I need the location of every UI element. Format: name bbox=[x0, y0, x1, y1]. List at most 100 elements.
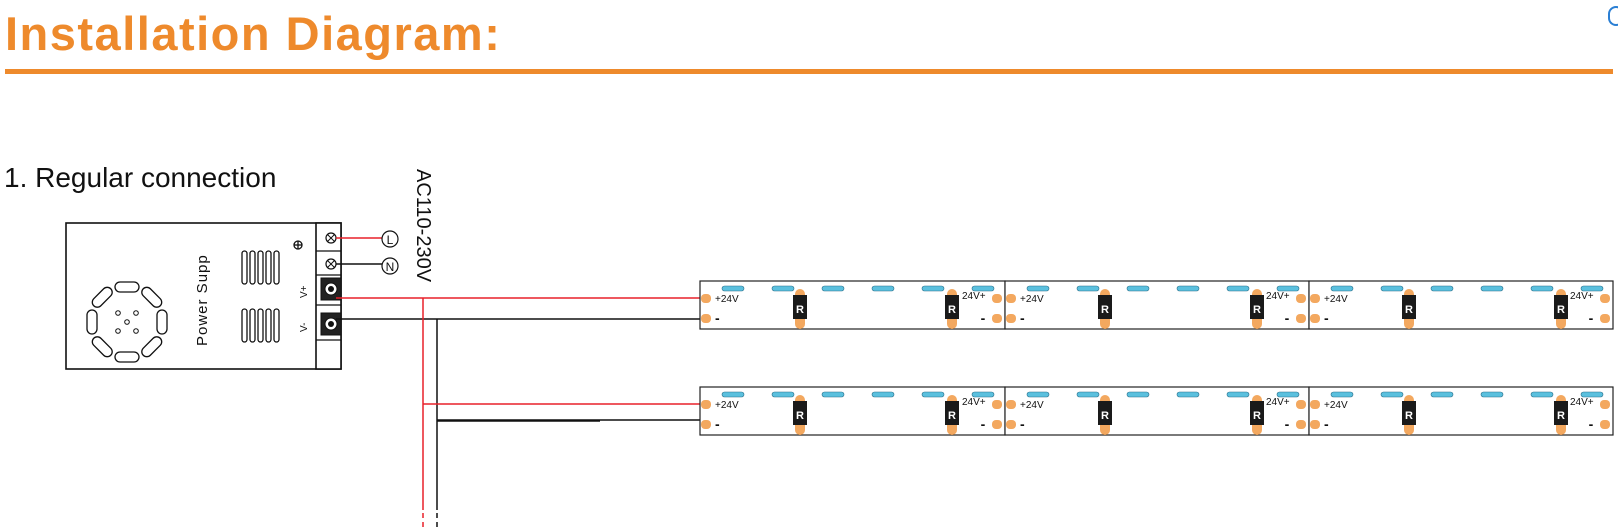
led-chip-icon bbox=[1480, 391, 1504, 398]
led-chip-icon bbox=[1226, 285, 1250, 292]
led-chip-icon bbox=[1580, 285, 1604, 292]
vent-slots-icon bbox=[241, 250, 280, 343]
pad-label-plus: +24V bbox=[715, 294, 739, 305]
resistor-icon bbox=[1098, 401, 1112, 425]
strip-outline bbox=[699, 280, 1006, 330]
led-chip-icon bbox=[721, 391, 745, 398]
led-chip-icon bbox=[771, 285, 795, 292]
resistor-label: R bbox=[796, 410, 804, 422]
terminal-screw-icon bbox=[325, 232, 337, 244]
pad-label-plus: +24V bbox=[1020, 400, 1044, 411]
led-chip-icon bbox=[1530, 285, 1554, 292]
pad-label-plus-end: 24V+ bbox=[1570, 291, 1594, 302]
solder-pad-icon bbox=[992, 314, 1002, 323]
pad-label-plus: +24V bbox=[715, 400, 739, 411]
solder-pad-icon bbox=[1310, 420, 1320, 429]
pad-label-plus-end: 24V+ bbox=[962, 291, 986, 302]
led-chip-icon bbox=[1430, 285, 1454, 292]
resistor-label: R bbox=[1405, 410, 1413, 422]
solder-pad-icon bbox=[992, 400, 1002, 409]
terminal-n-marker: N bbox=[381, 257, 399, 275]
solder-pad-icon bbox=[1310, 400, 1320, 409]
pad-label-minus-end: - bbox=[1589, 416, 1594, 432]
terminal-label-vminus: V- bbox=[299, 323, 310, 332]
resistor-icon bbox=[1402, 401, 1416, 425]
led-chip-icon bbox=[1076, 391, 1100, 398]
led-chip-icon bbox=[1026, 285, 1050, 292]
pad-label-minus-end: - bbox=[1589, 310, 1594, 326]
led-chip-icon bbox=[1076, 285, 1100, 292]
pad-label-minus-end: - bbox=[981, 310, 986, 326]
solder-pad-icon bbox=[701, 314, 711, 323]
terminal-label-n: N bbox=[386, 260, 395, 274]
section-title: 1. Regular connection bbox=[4, 162, 277, 193]
led-chip-icon bbox=[1530, 391, 1554, 398]
led-chip-icon bbox=[771, 391, 795, 398]
resistor-label: R bbox=[948, 410, 956, 422]
resistor-icon bbox=[1250, 295, 1264, 319]
resistor-icon bbox=[793, 401, 807, 425]
solder-pad-icon bbox=[992, 294, 1002, 303]
pad-label-plus-end: 24V+ bbox=[1266, 291, 1290, 302]
pad-label-plus: +24V bbox=[1324, 294, 1348, 305]
pad-label-minus: - bbox=[715, 416, 720, 432]
solder-pad-icon bbox=[701, 420, 711, 429]
solder-pad-icon bbox=[1006, 314, 1016, 323]
led-chip-icon bbox=[1176, 391, 1200, 398]
resistor-label: R bbox=[1101, 304, 1109, 316]
solder-pad-icon bbox=[1310, 314, 1320, 323]
output-connector-icon bbox=[320, 312, 342, 336]
led-chip-icon bbox=[1330, 391, 1354, 398]
pad-label-minus-end: - bbox=[981, 416, 986, 432]
strip-outline bbox=[699, 386, 1006, 436]
dc-wiring bbox=[336, 297, 702, 531]
solder-pad-icon bbox=[1310, 294, 1320, 303]
resistor-icon bbox=[793, 295, 807, 319]
resistor-icon bbox=[1098, 295, 1112, 319]
resistor-label: R bbox=[1557, 304, 1565, 316]
led-chip-icon bbox=[821, 285, 845, 292]
page-title: Installation Diagram: bbox=[5, 7, 502, 60]
led-chip-icon bbox=[871, 285, 895, 292]
solder-pad-icon bbox=[1006, 294, 1016, 303]
pad-label-plus-end: 24V+ bbox=[1266, 397, 1290, 408]
resistor-label: R bbox=[1101, 410, 1109, 422]
pad-label-minus-end: - bbox=[1285, 416, 1290, 432]
led-chip-icon bbox=[971, 391, 995, 398]
solder-pad-icon bbox=[1600, 420, 1610, 429]
led-chip-icon bbox=[1226, 391, 1250, 398]
resistor-icon bbox=[1554, 401, 1568, 425]
solder-pad-icon bbox=[1296, 314, 1306, 323]
solder-pad-icon bbox=[1006, 400, 1016, 409]
solder-pad-icon bbox=[1296, 400, 1306, 409]
led-chip-icon bbox=[921, 285, 945, 292]
led-chip-icon bbox=[1430, 391, 1454, 398]
led-chip-icon bbox=[1126, 285, 1150, 292]
pad-label-minus: - bbox=[715, 310, 720, 326]
resistor-label: R bbox=[948, 304, 956, 316]
terminal-l-marker: L bbox=[381, 230, 399, 248]
resistor-label: R bbox=[1405, 304, 1413, 316]
led-chip-icon bbox=[1126, 391, 1150, 398]
led-chip-icon bbox=[1276, 285, 1300, 292]
edge-marker-icon bbox=[1608, 6, 1618, 26]
led-chip-icon bbox=[721, 285, 745, 292]
resistor-label: R bbox=[1557, 410, 1565, 422]
solder-pad-icon bbox=[1296, 420, 1306, 429]
terminal-label-vplus: V+ bbox=[299, 285, 310, 298]
led-strip-segment: +24V - R R 24V+ - bbox=[699, 386, 1006, 436]
led-chip-icon bbox=[921, 391, 945, 398]
pad-label-plus-end: 24V+ bbox=[962, 397, 986, 408]
resistor-label: R bbox=[1253, 304, 1261, 316]
output-connector-icon bbox=[320, 277, 342, 301]
resistor-icon bbox=[1554, 295, 1568, 319]
fan-grille-icon bbox=[86, 281, 168, 363]
solder-pad-icon bbox=[992, 420, 1002, 429]
resistor-icon bbox=[945, 295, 959, 319]
title-underline bbox=[5, 69, 1613, 74]
pad-label-minus: - bbox=[1324, 310, 1329, 326]
